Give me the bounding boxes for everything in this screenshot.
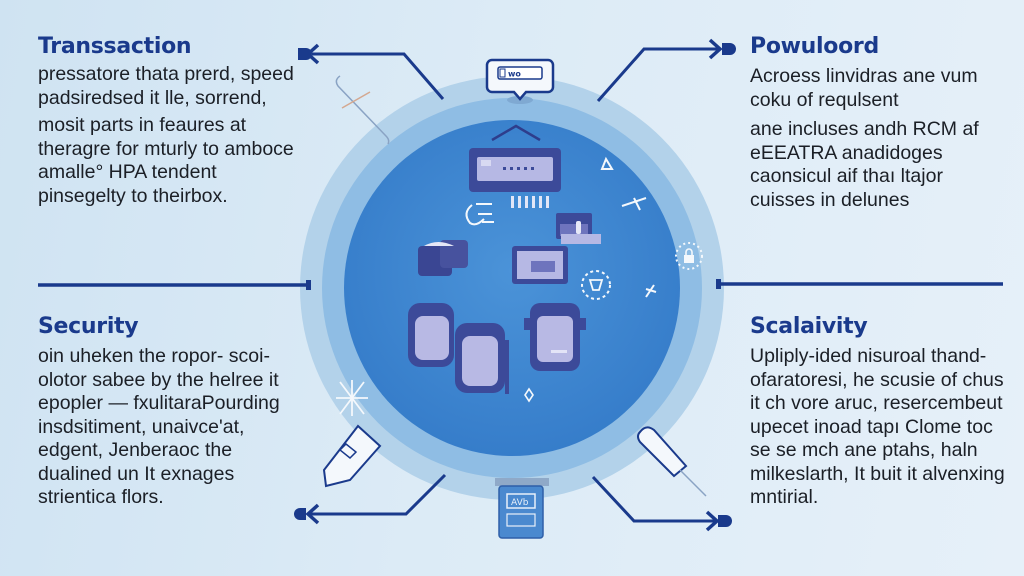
server-icon bbox=[512, 213, 601, 284]
router-icon bbox=[469, 124, 561, 208]
divider-left bbox=[38, 280, 311, 290]
connector-bottom-right bbox=[591, 475, 732, 532]
section-title: Transsaction bbox=[38, 34, 192, 59]
connector-top-right bbox=[596, 38, 736, 102]
sparkle-icon bbox=[524, 387, 534, 403]
connector-top-left bbox=[298, 43, 445, 100]
card-reader-icon: AVb bbox=[495, 478, 549, 539]
section-security: Security oin uheken the ropor- scoi-olot… bbox=[38, 314, 298, 510]
section-paragraph: ane incluses andh RCM af eEEATRA anadido… bbox=[750, 118, 979, 211]
triangle-icon bbox=[600, 156, 614, 170]
section-powuloord: Powuloord Acroess linvidras ane vum coku… bbox=[750, 34, 1010, 212]
airplane-small-icon bbox=[645, 284, 657, 298]
section-paragraph: Acroess linvidras ane vum coku of requls… bbox=[750, 65, 978, 111]
divider-right bbox=[716, 279, 1003, 289]
lock-icon bbox=[675, 242, 703, 270]
connector-bottom-left bbox=[294, 473, 447, 525]
network-icon bbox=[465, 203, 494, 226]
section-paragraph: mosit parts in feaures at theragre for m… bbox=[38, 114, 294, 207]
section-paragraph: pressatore thata prerd, speed padsiredse… bbox=[38, 63, 294, 109]
usb-plug-icon bbox=[637, 426, 707, 497]
section-paragraph: Upliply-ided nisuroal thand-ofaratoresi,… bbox=[750, 345, 1005, 508]
usb-drive-icon bbox=[322, 424, 382, 488]
section-scalaivity: Scalaivity Upliply-ided nisuroal thand-o… bbox=[750, 314, 1010, 510]
section-title: Security bbox=[38, 314, 139, 339]
database-icon bbox=[524, 303, 586, 371]
shield-icon bbox=[581, 270, 611, 300]
snowflake-icon bbox=[336, 380, 368, 416]
bubble-label: wo bbox=[508, 70, 521, 79]
database-icon bbox=[408, 303, 454, 367]
section-transaction: Transsaction pressatore thata prerd, spe… bbox=[38, 34, 308, 208]
section-title: Powuloord bbox=[750, 34, 879, 59]
wrench-icon bbox=[335, 75, 390, 145]
section-title: Scalaivity bbox=[750, 314, 868, 339]
card-reader-label: AVb bbox=[511, 498, 529, 508]
storage-cluster-icon bbox=[418, 240, 468, 276]
airplane-icon bbox=[621, 197, 647, 211]
core-circle bbox=[344, 120, 680, 456]
database-icon bbox=[455, 323, 509, 394]
monitor-bubble-icon: wo bbox=[485, 58, 555, 104]
section-paragraph: oin uheken the ropor- scoi-olotor sabee … bbox=[38, 345, 280, 508]
